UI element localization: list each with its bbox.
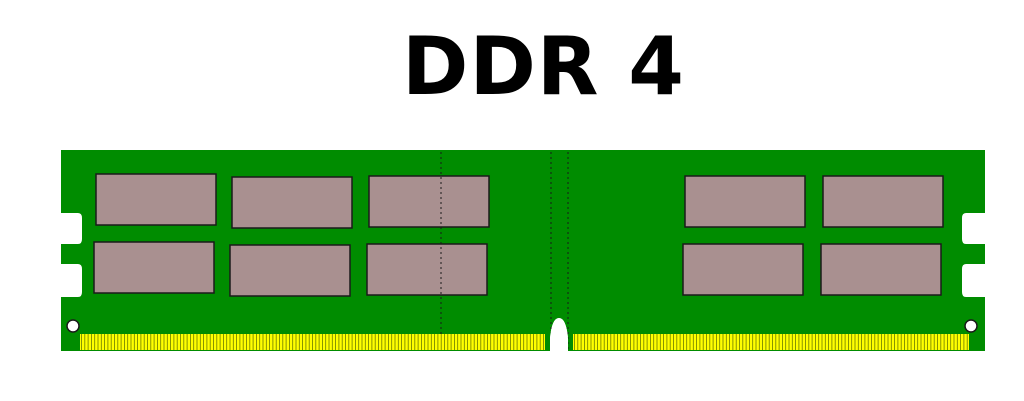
dotted-guide-lines <box>440 152 569 352</box>
memory-chip <box>684 175 806 228</box>
memory-chip <box>820 243 942 296</box>
memory-chip <box>229 244 351 297</box>
contact-pins-right <box>573 334 969 350</box>
memory-chip <box>231 176 353 229</box>
diagram-title: DDR 4 <box>402 20 685 113</box>
mounting-hole-icon <box>964 319 978 333</box>
memory-chip <box>93 241 215 294</box>
memory-chip <box>366 243 488 296</box>
chip-group-right <box>682 175 944 296</box>
pin-strip <box>573 334 969 350</box>
mounting-hole-icon <box>66 319 80 333</box>
contact-pins-left <box>80 334 545 350</box>
memory-chip <box>682 243 804 296</box>
chip-group-left <box>93 173 490 297</box>
notch-icon <box>550 318 568 352</box>
memory-chip <box>368 175 490 228</box>
memory-chip <box>822 175 944 228</box>
memory-chip <box>95 173 217 226</box>
